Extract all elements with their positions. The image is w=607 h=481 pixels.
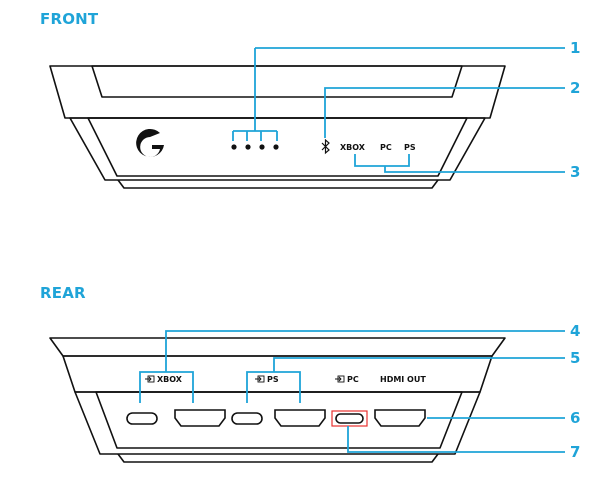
front-foot bbox=[117, 179, 439, 189]
rear-foot bbox=[117, 453, 439, 463]
usb-c-port-ps bbox=[231, 412, 263, 425]
hdmi-port-xbox bbox=[174, 409, 226, 427]
rear-label-hdmi-out: HDMI OUT bbox=[380, 375, 426, 384]
rear-device bbox=[49, 337, 506, 463]
front-label-pc: PC bbox=[380, 143, 392, 152]
rear-top-face bbox=[49, 337, 506, 357]
callout-line-1 bbox=[232, 47, 565, 141]
bluetooth-icon bbox=[321, 138, 330, 155]
front-callouts bbox=[232, 47, 565, 173]
g-logo-mark bbox=[136, 128, 164, 157]
led-2 bbox=[245, 144, 251, 150]
callout-number-7: 7 bbox=[570, 443, 580, 461]
front-device bbox=[49, 65, 506, 189]
rear-ports bbox=[126, 409, 426, 427]
rear-label-xbox: XBOX bbox=[157, 375, 183, 384]
rear-body bbox=[62, 355, 493, 393]
hdmi-port-ps bbox=[274, 409, 326, 427]
front-panel-inner bbox=[87, 117, 468, 177]
rear-label-xbox-group: XBOX bbox=[145, 375, 183, 384]
callout-line-4 bbox=[139, 330, 565, 403]
input-arrow-icon bbox=[255, 375, 265, 383]
front-top-face bbox=[49, 65, 506, 119]
usb-c-port-xbox bbox=[126, 412, 158, 425]
logitech-g-logo bbox=[136, 128, 164, 157]
rear-callouts bbox=[139, 330, 565, 453]
callout-number-4: 4 bbox=[570, 322, 580, 340]
front-label-ps: PS bbox=[404, 143, 416, 152]
rear-label-pc: PC bbox=[347, 375, 359, 384]
rear-label-ps-group: PS bbox=[255, 375, 279, 384]
front-label-xbox: XBOX bbox=[340, 143, 366, 152]
rear-label-ps: PS bbox=[267, 375, 279, 384]
callout-line-2 bbox=[324, 87, 565, 138]
input-arrow-icon bbox=[145, 375, 155, 383]
rear-panel-inner bbox=[95, 391, 463, 449]
callout-number-3: 3 bbox=[570, 163, 580, 181]
led-3 bbox=[259, 144, 265, 150]
led-indicators bbox=[231, 144, 279, 150]
led-4 bbox=[273, 144, 279, 150]
rear-section-title: REAR bbox=[40, 284, 86, 302]
hdmi-port-out bbox=[374, 409, 426, 427]
callout-line-5 bbox=[246, 357, 565, 403]
callout-number-5: 5 bbox=[570, 349, 580, 367]
rear-label-pc-group: PC bbox=[335, 375, 359, 384]
front-section-title: FRONT bbox=[40, 10, 99, 28]
callout-line-7 bbox=[347, 426, 565, 453]
input-arrow-icon bbox=[335, 375, 345, 383]
pc-port-highlight bbox=[331, 410, 368, 427]
callout-number-6: 6 bbox=[570, 409, 580, 427]
front-top-panel bbox=[91, 65, 463, 98]
led-1 bbox=[231, 144, 237, 150]
rear-panel bbox=[74, 391, 481, 455]
callout-number-2: 2 bbox=[570, 79, 580, 97]
callout-number-1: 1 bbox=[570, 39, 580, 57]
usb-c-port-pc bbox=[335, 413, 364, 424]
callout-line-3 bbox=[354, 154, 565, 173]
